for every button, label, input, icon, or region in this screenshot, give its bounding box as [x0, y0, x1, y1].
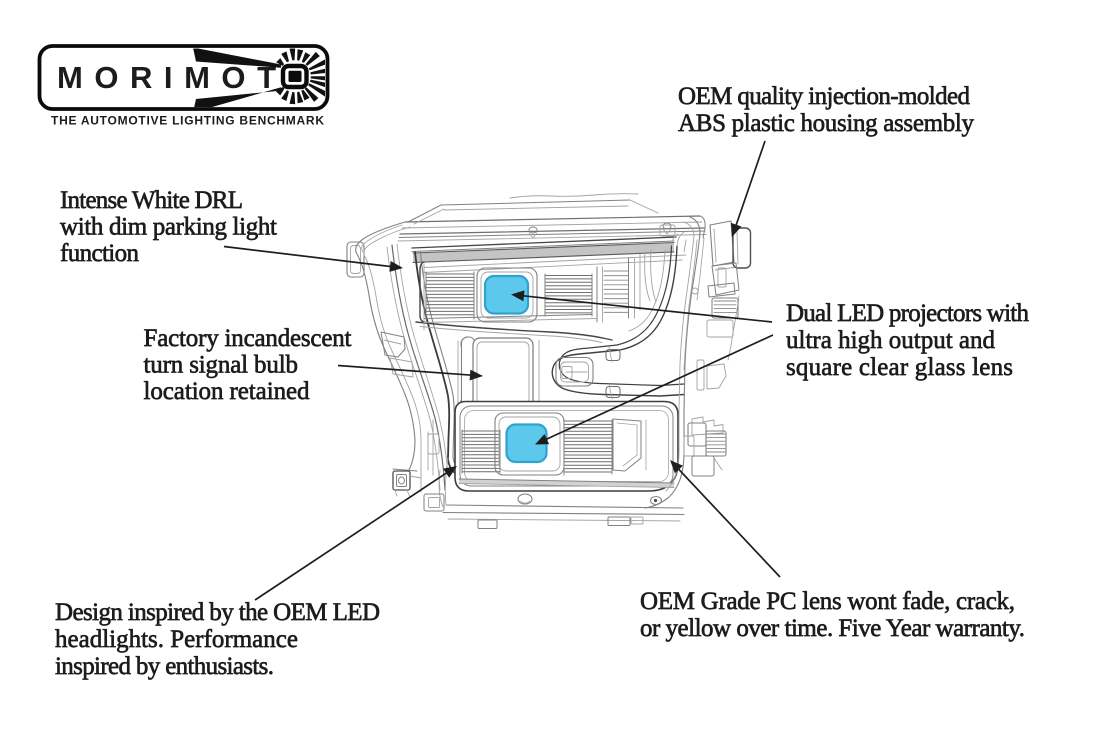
- svg-text:Dual LED projectors with: Dual LED projectors with: [786, 300, 1030, 327]
- svg-text:THE AUTOMOTIVE LIGHTING BENCHM: THE AUTOMOTIVE LIGHTING BENCHMARK: [51, 114, 324, 128]
- svg-text:ABS plastic housing assembly: ABS plastic housing assembly: [678, 110, 975, 137]
- svg-text:with dim parking light: with dim parking light: [60, 214, 277, 241]
- svg-text:function: function: [60, 240, 140, 267]
- svg-text:headlights. Performance: headlights. Performance: [55, 626, 298, 653]
- svg-text:turn signal bulb: turn signal bulb: [144, 352, 299, 379]
- svg-text:inspired by enthusiasts.: inspired by enthusiasts.: [55, 653, 274, 680]
- svg-text:Design inspired by the OEM LED: Design inspired by the OEM LED: [55, 599, 380, 626]
- svg-text:or yellow over time. Five Year: or yellow over time. Five Year warranty.: [640, 615, 1025, 642]
- svg-text:Intense White DRL: Intense White DRL: [60, 187, 243, 214]
- svg-text:OEM Grade PC lens wont fade, c: OEM Grade PC lens wont fade, crack,: [640, 588, 1015, 615]
- svg-text:OEM quality injection-molded: OEM quality injection-molded: [678, 83, 971, 110]
- svg-text:location retained: location retained: [144, 378, 311, 405]
- svg-text:ultra high output and: ultra high output and: [786, 327, 996, 354]
- svg-text:MORIMOT: MORIMOT: [57, 60, 276, 95]
- svg-text:Factory incandescent: Factory incandescent: [144, 325, 352, 352]
- svg-text:square clear glass lens: square clear glass lens: [786, 354, 1013, 381]
